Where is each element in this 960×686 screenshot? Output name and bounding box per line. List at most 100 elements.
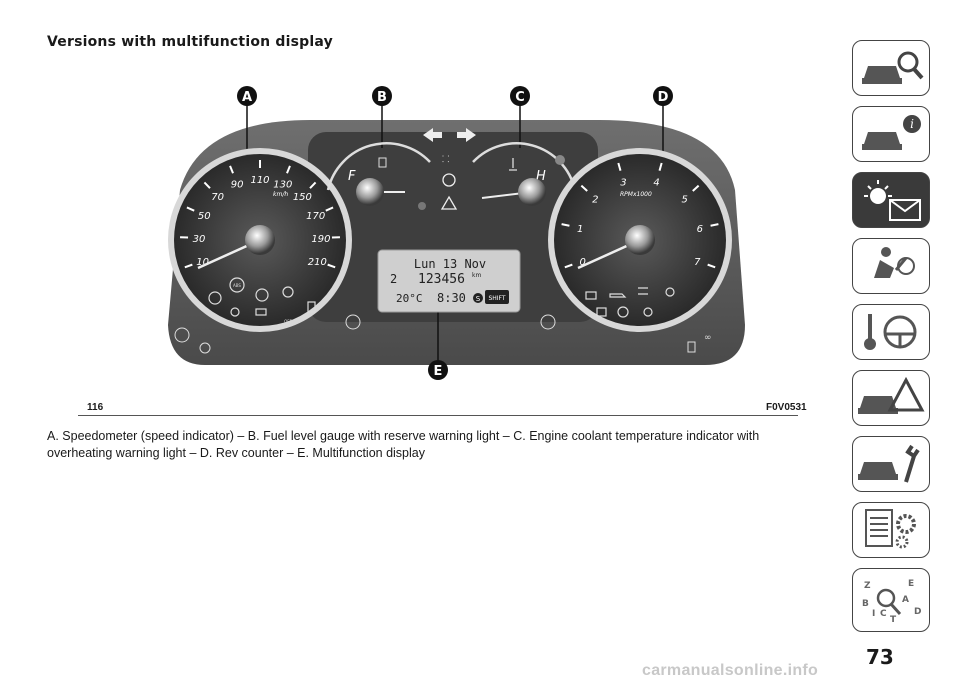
car-warning-triangle-icon <box>858 376 925 414</box>
turn-right-arrow-icon <box>457 128 476 142</box>
svg-text:B: B <box>862 599 869 609</box>
tab-safety-info[interactable]: i <box>852 106 930 162</box>
index-magnifier-icon: Z E A B C D I T <box>862 579 921 624</box>
temp-gauge-hub <box>518 178 546 206</box>
callout-a-badge <box>237 86 257 106</box>
display-temperature: 20°C <box>396 292 423 305</box>
svg-text:T: T <box>890 615 897 624</box>
fuel-reserve-light <box>418 202 426 210</box>
tab-technical-specs[interactable] <box>852 502 930 558</box>
rpm-tick-label: 0 <box>579 257 585 268</box>
multifunction-display: Lun 13 Nov 2 123456 km 20°C 8:30 S SHIFT <box>377 249 521 313</box>
gear-badge <box>473 293 483 303</box>
rpm-tick-label: 2 <box>592 195 598 206</box>
speed-tick <box>203 181 211 189</box>
key-steering-wheel-icon <box>864 314 917 350</box>
speed-tick-label: 30 <box>193 234 206 245</box>
abs-warning-icon <box>229 277 245 293</box>
rpm-tick <box>617 162 622 171</box>
car-wrench-icon <box>858 444 920 483</box>
speed-tick-label: 50 <box>198 211 211 222</box>
speed-tick <box>186 206 195 212</box>
immobilizer-icon <box>596 307 607 317</box>
turn-left-arrow-icon <box>423 128 442 142</box>
speed-tick-label: 170 <box>306 211 325 222</box>
speedometer-hub <box>245 225 275 255</box>
glow-plug-icon <box>255 308 267 316</box>
headlight-icon <box>442 173 456 187</box>
tab-emergency[interactable] <box>852 370 930 426</box>
rpm-tick <box>658 162 663 171</box>
rev-counter-hub <box>625 225 655 255</box>
speed-tick-label: 210 <box>308 257 327 268</box>
figure-number: 116 <box>87 402 104 413</box>
fuel-gauge: F <box>326 142 431 210</box>
speed-tick <box>229 165 234 174</box>
tab-warning-lights-messages[interactable] <box>852 172 930 228</box>
callout-b-badge <box>372 86 392 106</box>
fuel-full-label: F <box>348 169 356 184</box>
coolant-icon <box>509 158 517 171</box>
callout-b-label: B <box>377 90 387 105</box>
display-time: 8:30 <box>437 291 466 305</box>
speed-tick <box>325 206 334 212</box>
rev-counter-unit: RPMx1000 <box>620 191 652 198</box>
car-magnifier-icon <box>862 51 924 84</box>
parking-brake-icon <box>255 288 269 302</box>
sun-icon <box>230 307 240 317</box>
page-number: 73 <box>866 645 894 669</box>
hazard-triangle-icon <box>440 195 458 210</box>
airbag-icon <box>643 307 653 317</box>
speedometer-unit: km/h <box>273 191 288 198</box>
warning-light-envelope-icon <box>864 180 921 221</box>
rpm-tick <box>564 263 573 269</box>
center-telltales: ⸬ <box>423 128 476 210</box>
speed-tick-label: 70 <box>211 192 224 203</box>
rpm-tick-label: 1 <box>577 224 583 235</box>
display-odometer: 123456 <box>418 272 465 287</box>
tab-index[interactable]: Z E A B C D I T <box>852 568 930 632</box>
svg-text:S: S <box>476 295 481 303</box>
speed-tick <box>286 165 291 174</box>
speed-tick-label: 110 <box>250 175 269 186</box>
speed-tick <box>184 263 193 269</box>
display-date: Lun 13 Nov <box>414 257 486 271</box>
rpm-tick-label: 7 <box>694 257 701 268</box>
esp-icon <box>282 286 294 298</box>
brake-warning-icon <box>208 291 222 305</box>
figure-code: F0V0531 <box>766 402 807 413</box>
service-icon <box>199 342 211 354</box>
glow-plug-coil-icon: ∞ <box>704 333 712 343</box>
svg-text:I: I <box>872 609 875 619</box>
rpm-tick <box>561 223 570 227</box>
rpm-tick <box>710 223 719 227</box>
speed-tick-label: 90 <box>231 179 244 190</box>
fuel-reserve-icon <box>378 157 387 168</box>
speed-tick <box>309 181 317 189</box>
callout-d-badge <box>653 86 673 106</box>
callout-d-label: D <box>658 90 669 105</box>
temp-warning-light <box>555 155 565 165</box>
section-heading: Versions with multifunction display <box>47 34 333 50</box>
figure-caption: A. Speedometer (speed indicator) – B. Fu… <box>47 429 760 460</box>
rpm-tick-label: 6 <box>697 224 703 235</box>
door-open-icon <box>307 301 316 313</box>
tab-car-knowledge[interactable] <box>852 40 930 96</box>
tab-starting-driving[interactable] <box>852 304 930 360</box>
svg-text:E: E <box>908 579 914 589</box>
tab-servicing-care[interactable] <box>852 436 930 492</box>
spec-sheet-gears-icon <box>865 509 916 549</box>
speed-tick-label: 190 <box>311 234 330 245</box>
speed-tick-label: 150 <box>293 192 312 203</box>
tab-safety[interactable] <box>852 238 930 294</box>
rpm-tick <box>580 184 588 192</box>
svg-text:i: i <box>910 117 914 131</box>
figure-divider <box>78 415 798 416</box>
rpm-tick-label: 5 <box>682 195 688 206</box>
oil-pressure-icon <box>609 293 627 298</box>
